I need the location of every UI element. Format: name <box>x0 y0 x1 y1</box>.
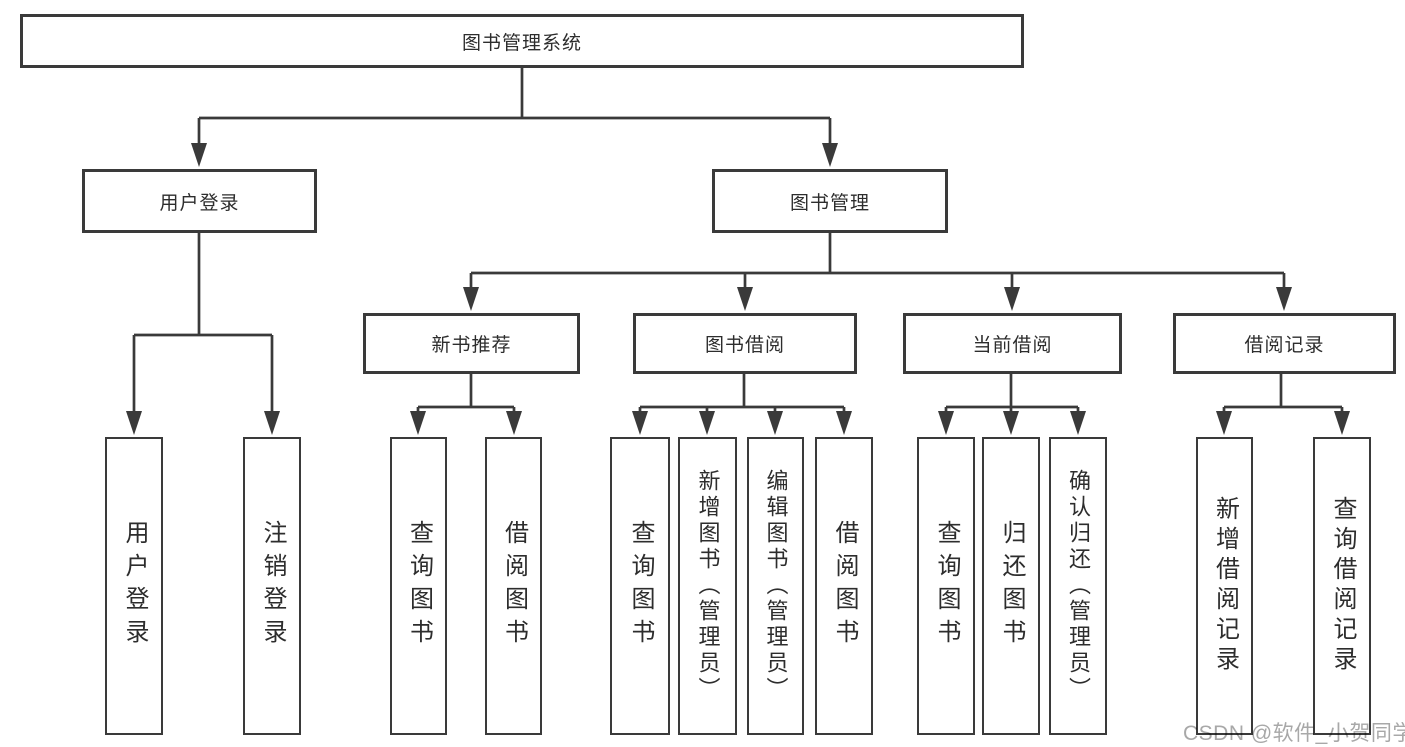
node-book-borrowing: 图书借阅 <box>633 313 857 374</box>
leaf-query-books-recommend: 查询图书 <box>390 437 447 735</box>
leaf-borrow-books-recommend: 借阅图书 <box>485 437 542 735</box>
watermark-text: CSDN @软件_小贺同学 <box>1183 722 1405 745</box>
node-label: 新增图书（管理员） <box>695 469 721 703</box>
node-label: 归还图书 <box>998 520 1025 652</box>
node-new-book-recommendation: 新书推荐 <box>363 313 580 374</box>
leaf-confirm-return-admin: 确认归还（管理员） <box>1049 437 1107 735</box>
leaf-logout: 注销登录 <box>243 437 301 735</box>
leaf-query-books-borrowing: 查询图书 <box>610 437 670 735</box>
leaf-add-borrow-record: 新增借阅记录 <box>1196 437 1253 735</box>
node-label: 图书管理系统 <box>461 32 582 54</box>
node-label: 用户登录 <box>121 520 148 652</box>
node-borrowing-records: 借阅记录 <box>1173 313 1396 374</box>
node-label: 借阅图书 <box>831 520 858 652</box>
node-current-borrowing: 当前借阅 <box>903 313 1122 374</box>
node-label: 用户登录 <box>159 192 240 214</box>
leaf-add-book-admin: 新增图书（管理员） <box>678 437 737 735</box>
node-book-management: 图书管理 <box>712 169 948 233</box>
node-label: 查询图书 <box>933 520 960 652</box>
node-label: 查询图书 <box>405 520 433 652</box>
node-label: 编辑图书（管理员） <box>763 469 789 703</box>
node-label: 借阅图书 <box>500 520 528 652</box>
node-label: 新增借阅记录 <box>1211 496 1239 676</box>
node-label: 查询图书 <box>627 520 654 652</box>
leaf-query-books-current: 查询图书 <box>917 437 975 735</box>
node-label: 图书管理 <box>789 192 870 214</box>
node-library-management-system: 图书管理系统 <box>20 14 1024 68</box>
node-label: 新书推荐 <box>431 335 512 356</box>
node-label: 当前借阅 <box>972 335 1053 356</box>
leaf-return-books: 归还图书 <box>982 437 1040 735</box>
leaf-user-login: 用户登录 <box>105 437 163 735</box>
leaf-query-borrow-record: 查询借阅记录 <box>1313 437 1371 735</box>
node-label: 查询借阅记录 <box>1329 496 1356 676</box>
leaf-edit-book-admin: 编辑图书（管理员） <box>747 437 804 735</box>
node-user-login: 用户登录 <box>82 169 317 233</box>
leaf-borrow-books-borrowing: 借阅图书 <box>815 437 873 735</box>
node-label: 注销登录 <box>259 520 286 652</box>
node-label: 借阅记录 <box>1244 335 1325 356</box>
node-label: 图书借阅 <box>704 335 785 356</box>
node-label: 确认归还（管理员） <box>1066 469 1091 703</box>
